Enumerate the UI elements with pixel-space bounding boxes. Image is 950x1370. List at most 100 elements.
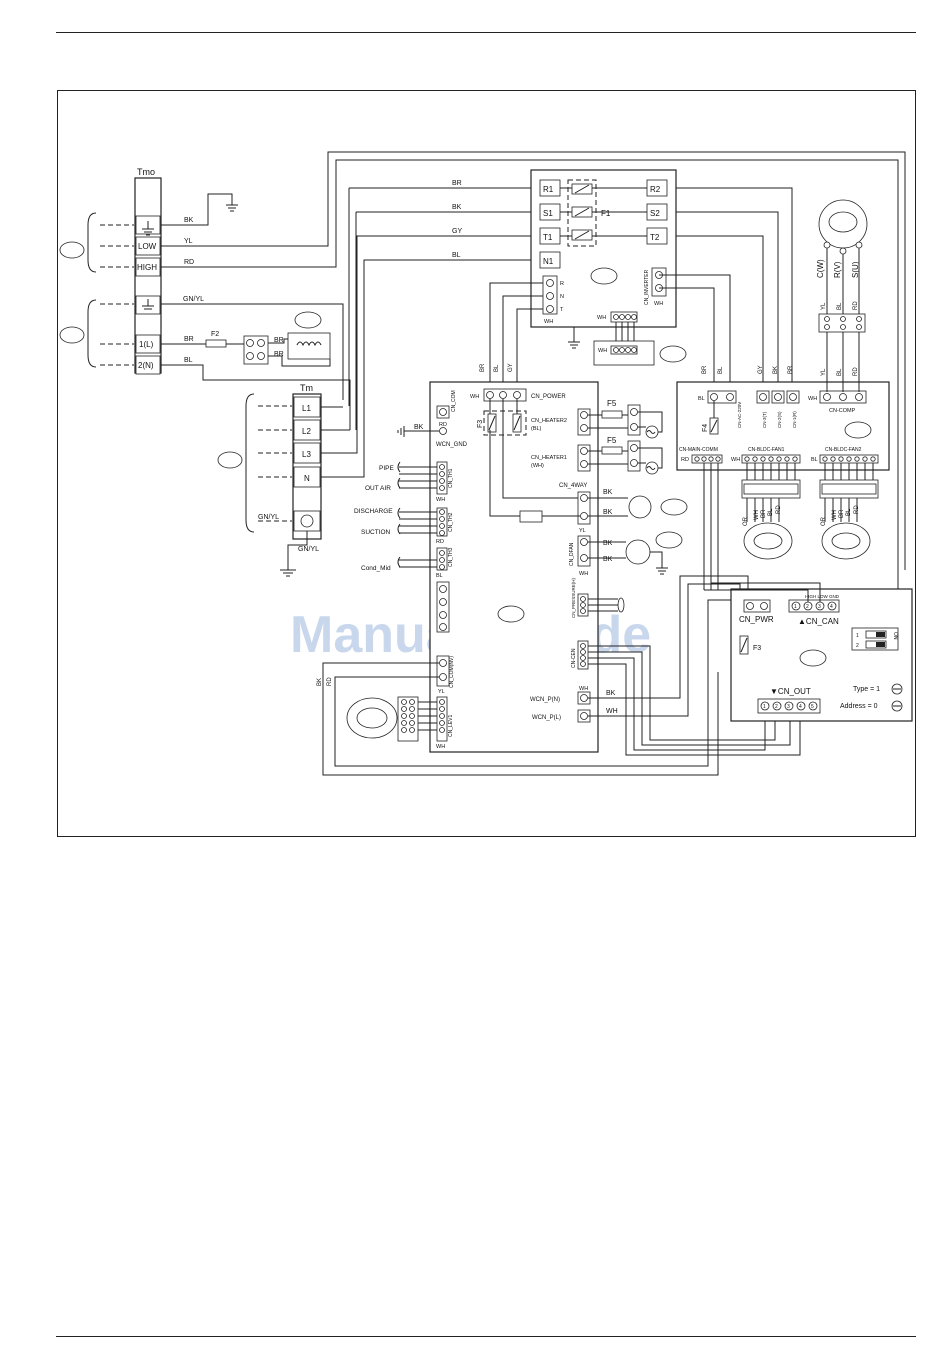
svg-text:YL: YL xyxy=(438,689,445,695)
svg-text:BK: BK xyxy=(317,678,323,686)
svg-text:CN_COM: CN_COM xyxy=(451,390,457,412)
svg-text:OR: OR xyxy=(821,516,827,526)
tmo-1l: 1(L) xyxy=(139,340,154,349)
svg-text:BR: BR xyxy=(839,509,845,518)
svg-text:Cond_Mid: Cond_Mid xyxy=(361,565,391,572)
svg-text:R(V): R(V) xyxy=(833,261,842,278)
svg-text:CN_TH3: CN_TH3 xyxy=(448,547,454,567)
svg-text:WH: WH xyxy=(597,315,606,321)
svg-text:BR: BR xyxy=(452,180,462,187)
top-rule xyxy=(56,32,916,33)
relay-board: R1 S1 T1 N1 F1 R2 S2 T2 R N T WH xyxy=(530,169,677,328)
svg-text:▲CN_CAN: ▲CN_CAN xyxy=(798,617,839,626)
communication-board: CN_PWR HIGH LOW GND 1 2 3 4 ▲CN_CAN F3 1… xyxy=(704,582,913,722)
svg-text:RD: RD xyxy=(184,259,194,266)
svg-text:WH: WH xyxy=(470,394,479,400)
svg-text:RD: RD xyxy=(776,505,782,514)
svg-text:BK: BK xyxy=(603,489,613,496)
svg-text:BR: BR xyxy=(788,365,794,374)
svg-text:CN_DFAN: CN_DFAN xyxy=(569,542,575,566)
relay-t1: T1 xyxy=(543,233,553,242)
svg-text:2: 2 xyxy=(806,604,809,610)
svg-text:F5: F5 xyxy=(607,399,617,408)
svg-text:WH: WH xyxy=(731,457,740,463)
svg-text:1: 1 xyxy=(856,633,859,639)
svg-text:CN_4WAY: CN_4WAY xyxy=(559,483,587,489)
svg-text:BR: BR xyxy=(761,509,767,518)
bldc-fan-motors: OR WH BR BL RD OR WH BR BL RD xyxy=(741,463,879,560)
tmo-terminal-block: Tmo LOW HIGH 1(L) 2(N) xyxy=(134,167,162,375)
svg-text:DISCHARGE: DISCHARGE xyxy=(354,508,393,515)
svg-text:BL: BL xyxy=(698,396,705,402)
svg-text:CN-2(S): CN-2(S) xyxy=(777,411,782,428)
svg-text:WCN_GND: WCN_GND xyxy=(436,442,468,448)
svg-text:BR: BR xyxy=(274,337,284,344)
compressor: C(W) R(V) S(U) YL BL RD YL BL RD xyxy=(816,199,868,392)
tmo-high: HIGH xyxy=(137,263,157,272)
svg-text:BK: BK xyxy=(452,204,462,211)
tm-wires: BR BK GY BL xyxy=(321,180,536,478)
svg-text:CN_PRESSURE(H): CN_PRESSURE(H) xyxy=(571,577,576,618)
svg-text:CN_LEV1: CN_LEV1 xyxy=(448,715,454,737)
svg-text:GY: GY xyxy=(508,363,514,372)
svg-text:WH: WH xyxy=(606,708,618,715)
svg-text:CN-1(R): CN-1(R) xyxy=(792,411,797,428)
tm-l2: L2 xyxy=(302,427,311,436)
svg-text:F2: F2 xyxy=(211,331,219,338)
svg-text:CN-3(T): CN-3(T) xyxy=(762,411,767,428)
svg-text:BR: BR xyxy=(702,365,708,374)
svg-text:RD: RD xyxy=(436,539,444,545)
bottom-rule xyxy=(56,1336,916,1337)
svg-text:WCN_P(L): WCN_P(L) xyxy=(532,715,561,721)
svg-text:YL: YL xyxy=(821,302,827,310)
svg-text:RD: RD xyxy=(439,422,447,428)
svg-text:F5: F5 xyxy=(607,436,617,445)
svg-text:WH: WH xyxy=(544,319,553,325)
svg-text:CN-CEN: CN-CEN xyxy=(571,648,577,668)
svg-text:Address = 0: Address = 0 xyxy=(840,703,878,710)
svg-text:RD: RD xyxy=(853,367,859,376)
tm-l1: L1 xyxy=(302,404,311,413)
relay-s1: S1 xyxy=(543,209,553,218)
svg-text:BL: BL xyxy=(846,508,852,516)
svg-text:BK: BK xyxy=(603,540,613,547)
svg-text:2: 2 xyxy=(856,643,859,649)
svg-text:(WH): (WH) xyxy=(531,463,544,469)
svg-text:BL: BL xyxy=(811,457,818,463)
svg-text:CN_INVERTER: CN_INVERTER xyxy=(644,269,650,305)
tm-terminal-block: Tm L1 L2 L3 N xyxy=(292,383,322,540)
svg-text:S(U): S(U) xyxy=(851,261,860,278)
svg-text:OR: OR xyxy=(743,516,749,526)
svg-text:C(W): C(W) xyxy=(816,259,825,278)
svg-text:2: 2 xyxy=(775,704,778,710)
svg-text:SUCTION: SUCTION xyxy=(361,529,391,536)
inverter-board: BR BL GY BK BR BL CN-AC-220V F4 CN-3(T) … xyxy=(676,365,890,590)
svg-text:CN_TH1: CN_TH1 xyxy=(448,468,454,488)
tmo-wires: BK YL RD GN/YL F2 BR BL BR BR xyxy=(161,151,906,605)
svg-text:PIPE: PIPE xyxy=(379,465,394,472)
svg-text:5: 5 xyxy=(811,704,814,710)
relay-r2: R2 xyxy=(650,185,661,194)
svg-text:F3: F3 xyxy=(477,420,484,428)
svg-text:GY: GY xyxy=(758,365,764,374)
svg-text:T: T xyxy=(560,307,564,313)
svg-text:BL: BL xyxy=(184,357,193,364)
svg-text:BL: BL xyxy=(768,508,774,516)
relay-f1: F1 xyxy=(601,209,611,218)
svg-text:BL: BL xyxy=(837,302,843,310)
svg-text:YL: YL xyxy=(184,238,193,245)
svg-text:3: 3 xyxy=(787,704,790,710)
svg-text:(BL): (BL) xyxy=(531,426,542,432)
svg-text:CN-BLDC-FAN2: CN-BLDC-FAN2 xyxy=(825,447,862,453)
svg-text:1: 1 xyxy=(794,604,797,610)
svg-text:RD: RD xyxy=(853,301,859,310)
svg-text:CN_HEATER2: CN_HEATER2 xyxy=(531,418,567,424)
svg-text:F4: F4 xyxy=(702,424,709,432)
svg-text:BK: BK xyxy=(773,366,779,374)
svg-text:RD: RD xyxy=(854,505,860,514)
svg-text:OUT AIR: OUT AIR xyxy=(365,485,391,492)
relay-n1: N1 xyxy=(543,257,554,266)
diagram-frame xyxy=(57,90,916,837)
tm-n: N xyxy=(304,474,310,483)
